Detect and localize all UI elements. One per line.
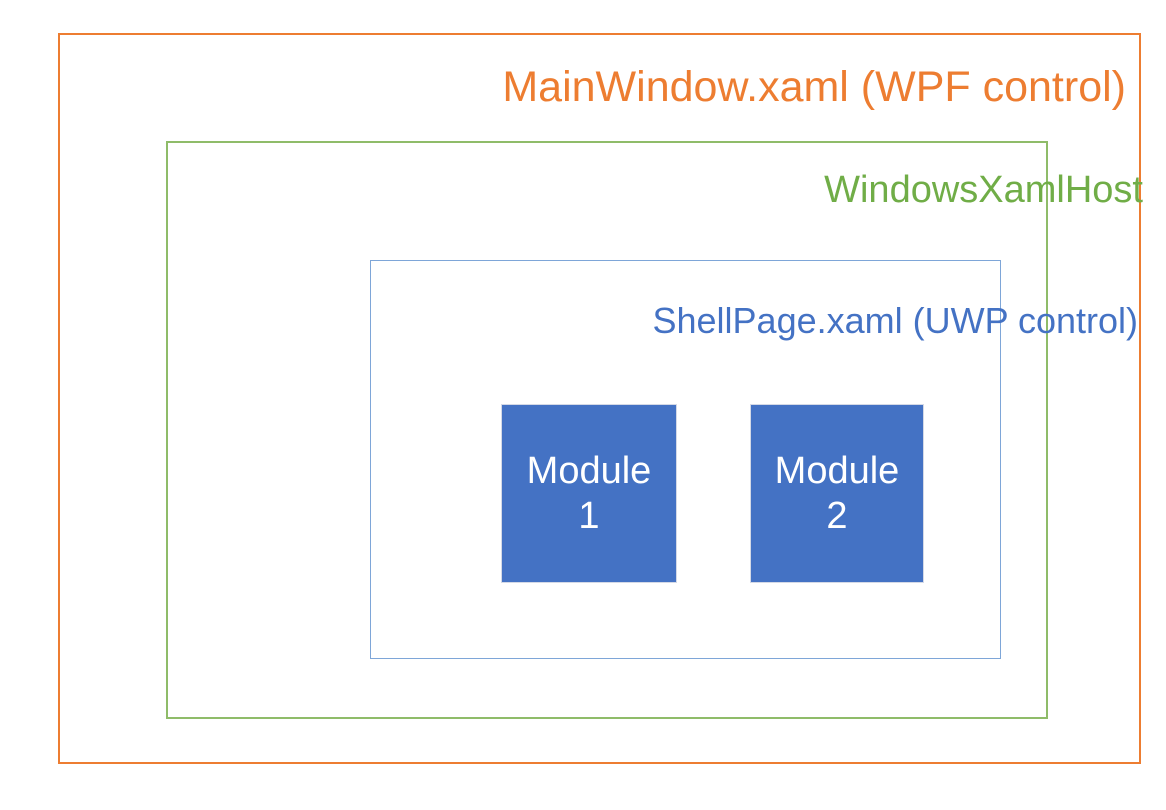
layer-windows-xaml-host-boundary [166, 141, 1048, 719]
layer-shell-page-label: ShellPage.xaml (UWP control) [652, 300, 1138, 341]
module-box-1-line2: 1 [578, 494, 600, 537]
module-box-1: Module 1 [501, 404, 677, 583]
layer-main-window-label: MainWindow.xaml (WPF control) [502, 63, 1126, 111]
layer-main-window-boundary [58, 33, 1141, 764]
module-box-2-line2: 2 [826, 494, 848, 537]
module-box-2: Module 2 [750, 404, 924, 583]
layer-shell-page-boundary [370, 260, 1001, 659]
module-box-1-line1: Module [526, 450, 652, 493]
module-box-2-line1: Module [774, 450, 900, 493]
layer-windows-xaml-host-label: WindowsXamlHost [824, 169, 1143, 211]
